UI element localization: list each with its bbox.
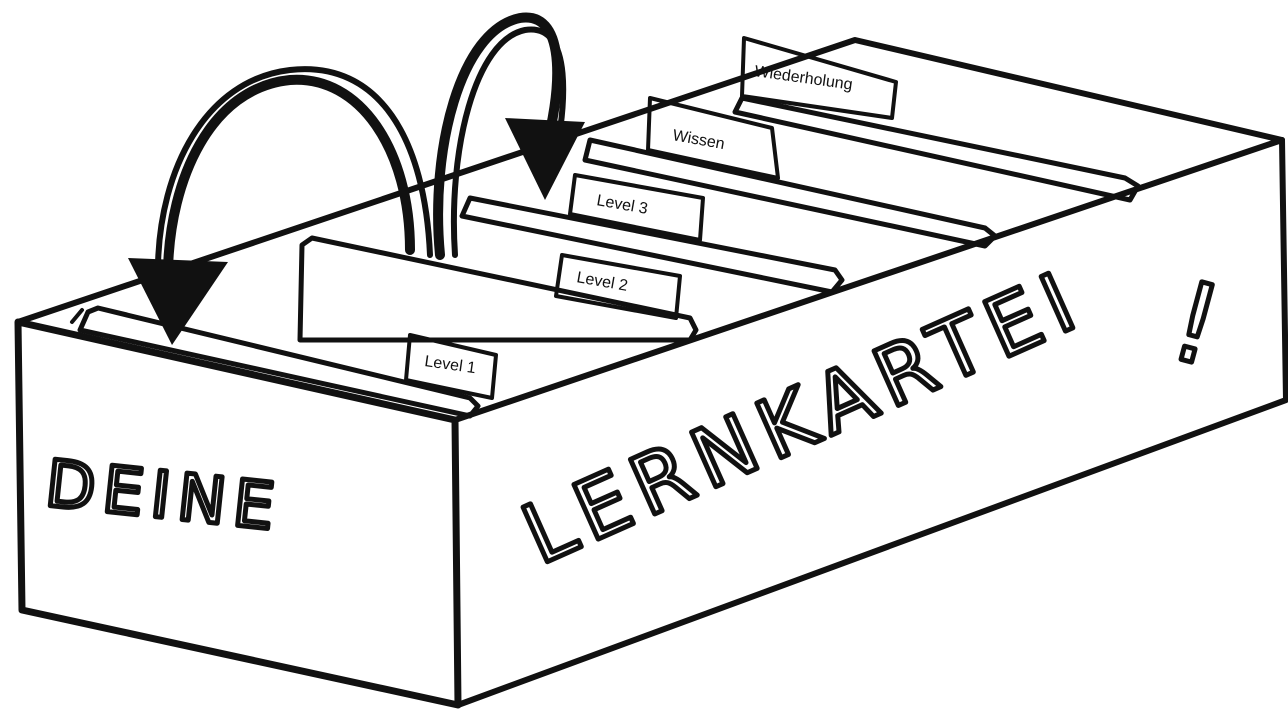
divider-wissen: Wissen: [585, 98, 995, 246]
arrowhead-level1: [128, 258, 228, 345]
front-label-deine: DEINE: [42, 447, 285, 545]
tab-label-level-2: Level 2: [575, 269, 629, 295]
tab-label-level-3: Level 3: [595, 192, 649, 218]
divider-level-3: Level 3: [462, 175, 842, 292]
tab-label-wissen: Wissen: [671, 127, 726, 153]
tab-label-level-1: Level 1: [423, 353, 477, 377]
arrow-level2-to-level3: [438, 18, 585, 255]
arrow-level2-to-level1: [128, 69, 430, 345]
side-label-exclamation: !: [1158, 256, 1234, 391]
divider-level-1: Level 1: [80, 308, 496, 416]
